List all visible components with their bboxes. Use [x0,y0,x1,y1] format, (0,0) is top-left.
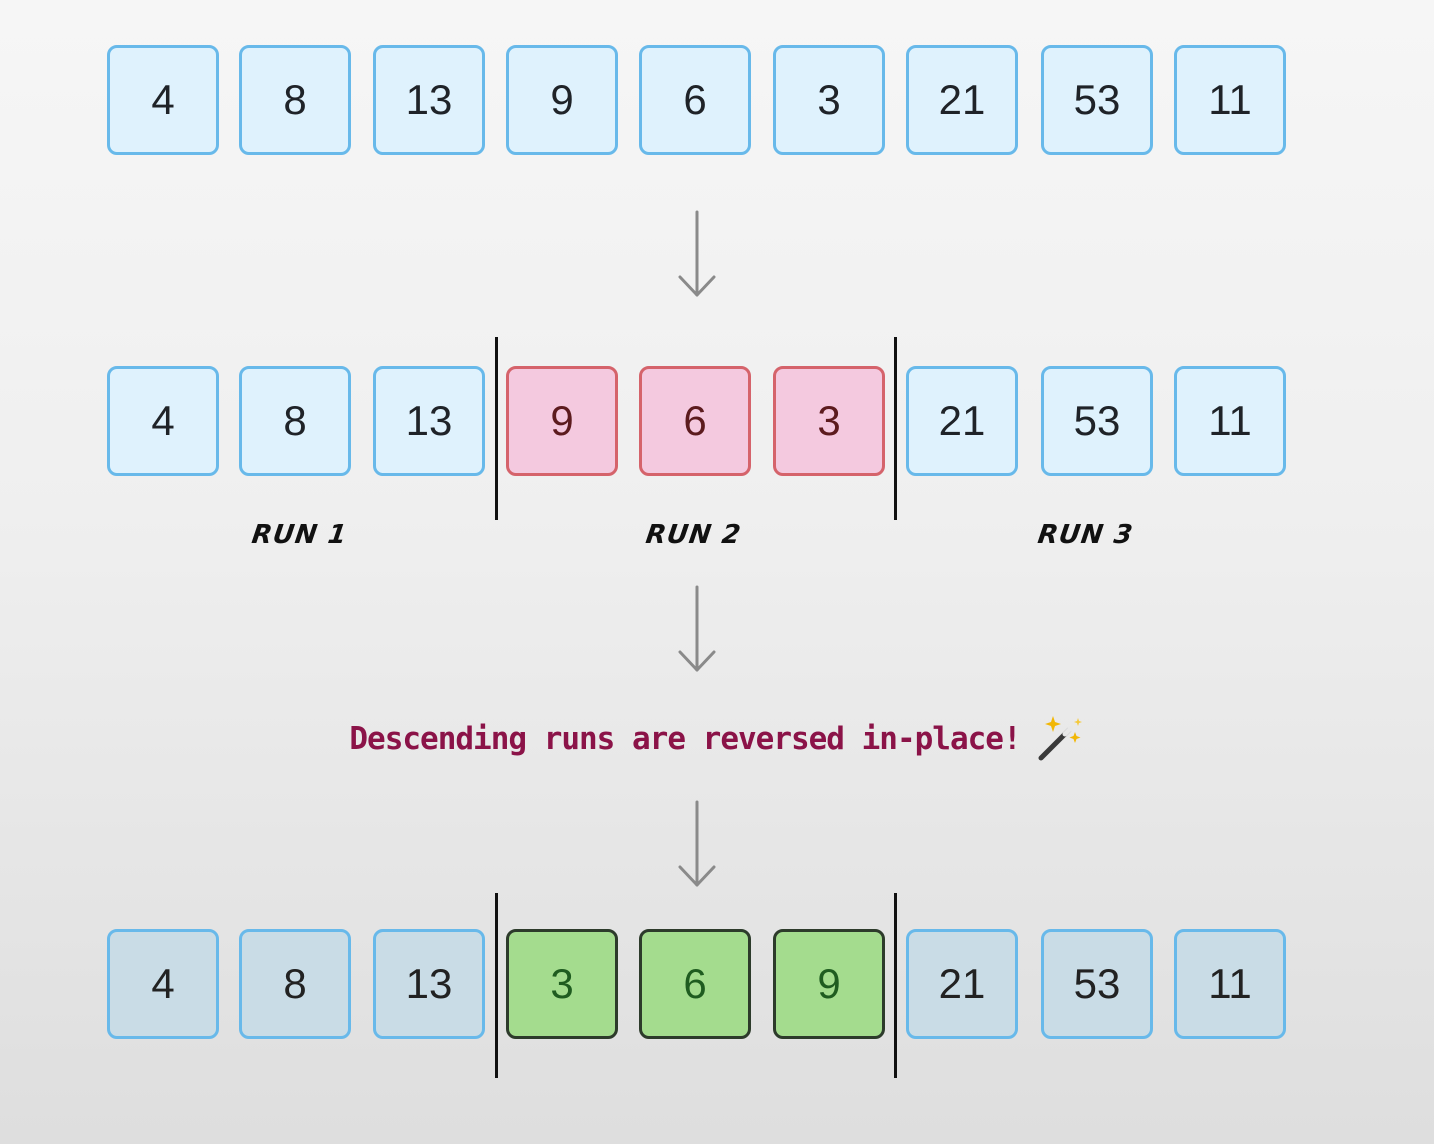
reversal-note: Descending runs are reversed in-place! [300,714,1134,764]
array-cell: 4 [107,366,219,476]
array-cell: 21 [906,366,1018,476]
array-cell: 4 [107,929,219,1039]
array-cell: 13 [373,366,485,476]
run-divider [894,337,897,520]
run-divider [495,893,498,1078]
array-cell: 8 [239,366,351,476]
array-cell: 3 [506,929,618,1039]
magic-wand-icon [1038,716,1082,761]
array-cell: 6 [639,929,751,1039]
array-cell: 3 [773,366,885,476]
array-cell: 53 [1041,929,1153,1039]
array-cell: 8 [239,929,351,1039]
array-cell: 8 [239,45,351,155]
array-cell: 21 [906,929,1018,1039]
run-3-label: Run 3 [1035,520,1136,550]
run-1-label: Run 1 [249,520,350,550]
array-cell: 9 [773,929,885,1039]
down-arrow-icon [677,799,717,889]
array-cell: 4 [107,45,219,155]
array-cell: 13 [373,929,485,1039]
array-cell: 3 [773,45,885,155]
array-cell: 6 [639,366,751,476]
array-cell: 11 [1174,45,1286,155]
array-cell: 53 [1041,45,1153,155]
array-cell: 21 [906,45,1018,155]
run-divider [894,893,897,1078]
array-cell: 53 [1041,366,1153,476]
down-arrow-icon [677,209,717,299]
run-divider [495,337,498,520]
array-cell: 9 [506,45,618,155]
array-cell: 13 [373,45,485,155]
array-cell: 9 [506,366,618,476]
run-2-label: Run 2 [643,520,744,550]
array-cell: 6 [639,45,751,155]
array-cell: 11 [1174,929,1286,1039]
down-arrow-icon [677,584,717,674]
array-cell: 11 [1174,366,1286,476]
reversal-note-text: Descending runs are reversed in-place! [349,721,1021,757]
